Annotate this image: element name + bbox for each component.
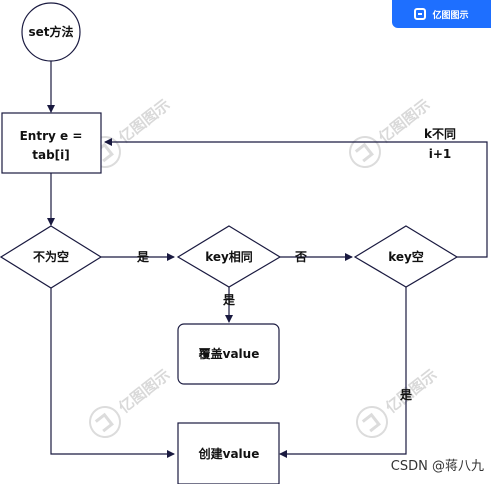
overwrite-node [177, 323, 280, 385]
start-node [21, 2, 81, 62]
watermark-4: 亿图图示 [349, 366, 441, 445]
start-label: set方法 [28, 24, 73, 39]
key-null-label: key空 [388, 249, 424, 264]
edge-label-loop-1: k不同 [424, 127, 456, 141]
entry-label-line1: Entry e = [20, 129, 83, 143]
edge-label-no: 否 [294, 250, 307, 264]
watermark-text: 亿图图示 [115, 366, 173, 417]
watermark-3: 亿图图示 [82, 366, 174, 445]
create-label: 创建value [198, 446, 260, 461]
edge-label-yes-1: 是 [136, 250, 150, 264]
not-null-label: 不为空 [33, 249, 69, 264]
not-null-decision [0, 225, 103, 289]
edge-keynull-to-create [279, 287, 407, 458]
edge-notnull-to-create [50, 288, 175, 458]
nodes [0, 2, 459, 484]
edge-loop-back [104, 138, 488, 258]
entry-node [1, 112, 102, 174]
key-null-decision [353, 225, 459, 288]
entry-label-line2: tab[i] [32, 148, 70, 162]
edge-label-yes-3: 是 [399, 388, 413, 402]
watermark-text: 亿图图示 [115, 96, 173, 147]
edraw-logo-icon [414, 8, 427, 20]
edge-label-yes-2: 是 [222, 293, 236, 307]
node-labels: set方法 Entry e = tab[i] 不为空 key相同 key空 覆盖… [20, 24, 424, 461]
edges [47, 61, 488, 458]
key-same-label: key相同 [205, 249, 253, 264]
csdn-credit: CSDN @蒋八九 [391, 459, 484, 474]
edge-label-loop-2: i+1 [429, 147, 452, 161]
overwrite-label: 覆盖value [198, 346, 260, 361]
edraw-badge-label: 亿图图示 [432, 10, 469, 21]
edge-labels: 是 否 是 是 k不同 i+1 [136, 127, 456, 402]
key-same-decision [176, 225, 282, 288]
create-node [177, 422, 280, 484]
edraw-badge: 亿图图示 [392, 0, 491, 28]
